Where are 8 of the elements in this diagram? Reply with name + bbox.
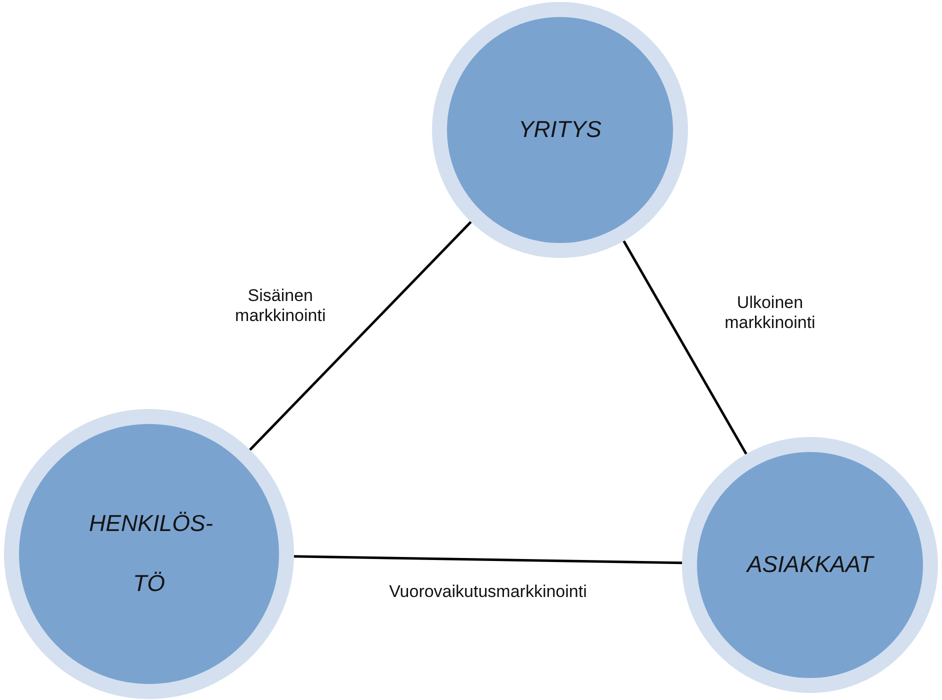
connector-line bbox=[294, 555, 682, 564]
node-label: ASIAKKAAT bbox=[745, 550, 876, 580]
edge-label: Vuorovaikutusmarkkinointi bbox=[388, 582, 588, 602]
node-label: YRITYS bbox=[517, 115, 603, 144]
connector-line bbox=[249, 221, 472, 451]
connector-line bbox=[622, 240, 748, 455]
edge-label: Ulkoinen markkinointi bbox=[724, 292, 816, 334]
edge-label: Sisäinen markkinointi bbox=[234, 286, 327, 327]
